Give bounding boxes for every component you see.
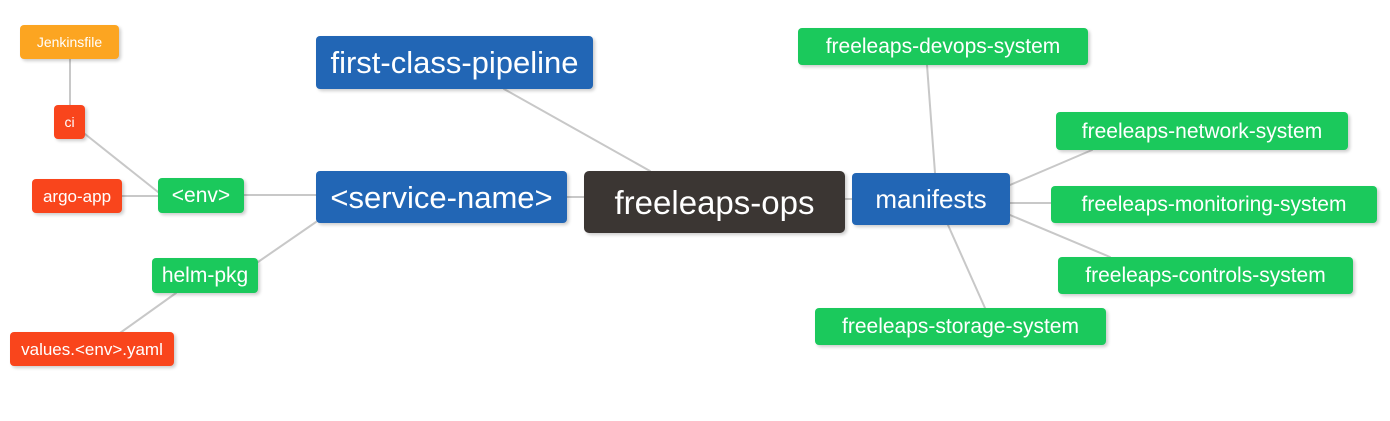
- node-label: freeleaps-storage-system: [842, 315, 1079, 338]
- node-manifests[interactable]: manifests: [852, 173, 1010, 225]
- node-label: <env>: [171, 184, 231, 207]
- node-values-env-yaml[interactable]: values.<env>.yaml: [10, 332, 174, 366]
- node-service-name[interactable]: <service-name>: [316, 171, 567, 223]
- node-label: helm-pkg: [161, 264, 249, 287]
- node-label: freeleaps-ops: [614, 183, 815, 221]
- edge-manifests-to-freeleaps-devops-system: [926, 64, 936, 174]
- node-label: Jenkinsfile: [36, 34, 103, 50]
- node-helm-pkg[interactable]: helm-pkg: [152, 258, 258, 293]
- edge-first-class-pipeline-to-freeleaps-ops: [503, 88, 651, 172]
- node-freeleaps-devops-system[interactable]: freeleaps-devops-system: [798, 28, 1088, 65]
- node-label: freeleaps-network-system: [1081, 119, 1323, 143]
- node-label: freeleaps-devops-system: [825, 35, 1061, 58]
- node-freeleaps-network-system[interactable]: freeleaps-network-system: [1056, 112, 1348, 150]
- edge-helm-pkg-to-values-env-yaml: [119, 292, 177, 334]
- node-label: values.<env>.yaml: [21, 339, 163, 359]
- edge-manifests-to-freeleaps-storage-system: [947, 224, 986, 309]
- node-env[interactable]: <env>: [158, 178, 244, 213]
- node-jenkinsfile[interactable]: Jenkinsfile: [20, 25, 119, 59]
- node-label: <service-name>: [330, 179, 553, 215]
- node-label: argo-app: [42, 186, 112, 206]
- node-label: manifests: [875, 184, 987, 214]
- node-label: freeleaps-monitoring-system: [1081, 193, 1347, 216]
- node-argo-app[interactable]: argo-app: [32, 179, 122, 213]
- node-freeleaps-monitoring-system[interactable]: freeleaps-monitoring-system: [1051, 186, 1377, 223]
- edge-manifests-to-freeleaps-network-system: [1009, 149, 1093, 186]
- node-label: ci: [64, 114, 75, 130]
- node-label: freeleaps-controls-system: [1085, 264, 1326, 287]
- node-label: first-class-pipeline: [330, 45, 579, 80]
- node-ci[interactable]: ci: [54, 105, 85, 139]
- node-first-class-pipeline[interactable]: first-class-pipeline: [316, 36, 593, 89]
- edge-service-name-to-helm-pkg: [257, 221, 317, 263]
- node-freeleaps-ops[interactable]: freeleaps-ops: [584, 171, 845, 233]
- node-freeleaps-storage-system[interactable]: freeleaps-storage-system: [815, 308, 1106, 345]
- node-freeleaps-controls-system[interactable]: freeleaps-controls-system: [1058, 257, 1353, 294]
